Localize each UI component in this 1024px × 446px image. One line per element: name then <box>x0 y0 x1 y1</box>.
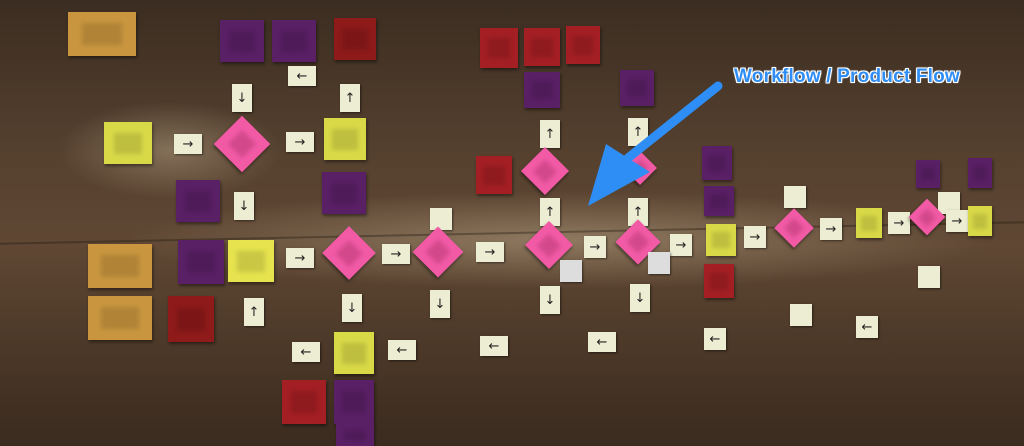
arrow-card-right: → <box>174 134 202 154</box>
sticky-note-red <box>282 380 326 424</box>
sticky-note-red <box>168 296 214 342</box>
decision-diamond <box>520 146 570 196</box>
sticky-note-purple <box>916 160 940 188</box>
decision-diamond <box>774 208 814 248</box>
arrow-card-right: → <box>584 236 606 258</box>
arrow-card-down: ↓ <box>232 84 252 112</box>
sticky-note-yellow <box>706 224 736 256</box>
arrow-card-down: ↓ <box>342 294 362 322</box>
sticky-note-purple <box>524 72 560 108</box>
label-card <box>560 260 582 282</box>
sticky-note-red <box>704 264 734 298</box>
label-card <box>784 186 806 208</box>
label-card <box>938 192 960 214</box>
arrow-card-up: ↑ <box>540 198 560 226</box>
sticky-note-purple <box>702 146 732 180</box>
arrow-card-left: ← <box>388 340 416 360</box>
decision-diamond <box>213 115 271 173</box>
arrow-card-down: ↓ <box>630 284 650 312</box>
arrow-card-down: ↓ <box>540 286 560 314</box>
arrow-card-right: → <box>888 212 910 234</box>
workflow-callout-label: Workflow / Product Flow <box>734 66 960 87</box>
sticky-note-purple <box>220 20 264 62</box>
arrow-card-right: → <box>286 132 314 152</box>
sticky-note-purple <box>178 240 224 284</box>
arrow-card-up: ↑ <box>628 118 648 146</box>
arrow-card-right: → <box>670 234 692 256</box>
arrow-card-right: → <box>382 244 410 264</box>
sticky-note-red <box>524 28 560 66</box>
arrow-card-up: ↑ <box>244 298 264 326</box>
sticky-note-red <box>476 156 512 194</box>
arrow-card-down: ↓ <box>234 192 254 220</box>
sticky-note-purple <box>704 186 734 216</box>
decision-diamond <box>623 151 657 185</box>
sticky-note-red <box>334 18 376 60</box>
arrow-card-left: ← <box>588 332 616 352</box>
label-card <box>790 304 812 326</box>
sticky-note-orange <box>68 12 136 56</box>
label-card <box>430 208 452 230</box>
arrow-card-right: → <box>476 242 504 262</box>
arrow-card-right: → <box>744 226 766 248</box>
arrow-card-right: → <box>286 248 314 268</box>
sticky-note-purple <box>322 172 366 214</box>
arrow-card-up: ↑ <box>340 84 360 112</box>
sticky-note-yellow <box>856 208 882 238</box>
arrow-card-left: ← <box>856 316 878 338</box>
label-card <box>918 266 940 288</box>
sticky-note-yellow <box>968 206 992 236</box>
sticky-note-yellow <box>104 122 152 164</box>
arrow-card-up: ↑ <box>540 120 560 148</box>
sticky-note-purple <box>968 158 992 188</box>
label-card <box>648 252 670 274</box>
sticky-note-purple <box>620 70 654 106</box>
arrow-card-left: ← <box>288 66 316 86</box>
arrow-card-right: → <box>820 218 842 240</box>
sticky-note-yellow <box>334 332 374 374</box>
sticky-note-purple <box>336 424 374 446</box>
sticky-note-purple <box>334 380 374 424</box>
sticky-note-red <box>480 28 518 68</box>
sticky-note-orange <box>88 296 152 340</box>
arrow-card-left: ← <box>480 336 508 356</box>
sticky-note-red <box>566 26 600 64</box>
arrow-card-left: ← <box>292 342 320 362</box>
arrow-card-down: ↓ <box>430 290 450 318</box>
arrow-card-right: → <box>946 210 968 232</box>
arrow-card-left: ← <box>704 328 726 350</box>
sticky-note-yellow <box>228 240 274 282</box>
sticky-note-purple <box>272 20 316 62</box>
sticky-note-yellow <box>324 118 366 160</box>
sticky-note-purple <box>176 180 220 222</box>
sticky-note-orange <box>88 244 152 288</box>
